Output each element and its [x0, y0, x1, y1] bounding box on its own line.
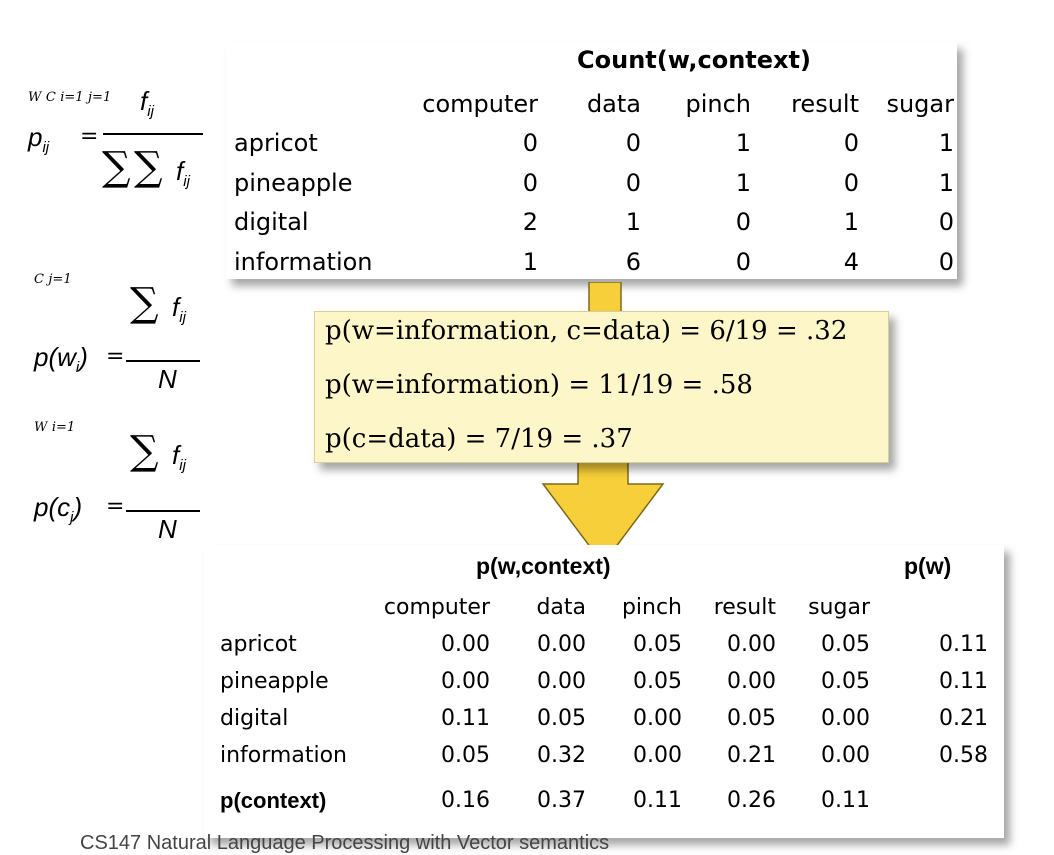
table-row: digital 0.11 0.05 0.00 0.05 0.00 0.21 — [220, 700, 988, 737]
prob-cell: 0.00 — [727, 632, 776, 657]
prob-col-pinch: pinch — [621, 595, 682, 620]
count-cell: 1 — [735, 129, 751, 158]
prob-col-sugar: sugar — [808, 595, 870, 620]
count-cell: 0 — [938, 208, 954, 237]
count-col-data: data — [586, 89, 641, 118]
pw-column-title: p(w) — [904, 553, 952, 579]
footer-text: CS147 Natural Language Processing with V… — [80, 832, 610, 854]
table-row: information 0.05 0.32 0.00 0.21 0.00 0.5… — [220, 737, 988, 774]
count-cell: 1 — [843, 208, 859, 237]
count-col-sugar: sugar — [886, 89, 954, 118]
prob-cell: 0.05 — [821, 632, 870, 657]
prob-cell: 0.21 — [727, 743, 776, 768]
row-label-information: information — [220, 743, 347, 768]
count-cell: 1 — [938, 168, 954, 197]
prob-table-panel: p(w,context) p(w) computer data pinch re… — [204, 545, 1004, 838]
pw-cell: 0.11 — [939, 632, 988, 657]
count-cell: 0 — [843, 129, 859, 158]
formula-pij: pij = fij W C ∑ ∑ fij i=1 j=1 — [28, 86, 218, 238]
row-label-digital: digital — [234, 208, 309, 237]
count-cell: 0 — [938, 247, 954, 276]
prob-cell: 0.00 — [441, 669, 490, 694]
count-cell: 0 — [625, 168, 641, 197]
prob-table-header-row: computer data pinch result sugar — [220, 589, 988, 626]
callout-word-prob: p(w=information) = 11/19 = .58 — [325, 370, 753, 400]
table-row: information 1 6 0 4 0 — [234, 242, 954, 282]
prob-cell: 0.05 — [633, 632, 682, 657]
count-cell: 0 — [522, 129, 538, 158]
table-row: pineapple 0.00 0.00 0.05 0.00 0.05 0.11 — [220, 663, 988, 700]
prob-table: computer data pinch result sugar apricot… — [220, 589, 988, 819]
count-cell: 1 — [938, 129, 954, 158]
pcontext-cell: 0.37 — [537, 788, 586, 813]
prob-cell: 0.00 — [633, 743, 682, 768]
callout-context-prob: p(c=data) = 7/19 = .37 — [325, 424, 633, 454]
pw-cell: 0.11 — [939, 669, 988, 694]
count-cell: 0 — [625, 129, 641, 158]
prob-cell: 0.32 — [537, 743, 586, 768]
prob-cell: 0.00 — [537, 669, 586, 694]
prob-cell: 0.05 — [537, 706, 586, 731]
count-col-pinch: pinch — [685, 89, 751, 118]
pcontext-cell: 0.16 — [441, 788, 490, 813]
prob-cell: 0.05 — [727, 706, 776, 731]
prob-cell: 0.00 — [821, 706, 870, 731]
prob-cell: 0.00 — [727, 669, 776, 694]
table-row: apricot 0 0 1 0 1 — [234, 124, 954, 164]
callout-joint-prob: p(w=information, c=data) = 6/19 = .32 — [325, 316, 848, 346]
formula-pw: C ∑ fij j=1 p(wi) = N — [34, 270, 214, 400]
count-cell: 4 — [843, 247, 859, 276]
prob-cell: 0.00 — [633, 706, 682, 731]
row-label-pineapple: pineapple — [220, 669, 329, 694]
row-label-apricot: apricot — [234, 129, 318, 158]
prob-cell: 0.05 — [441, 743, 490, 768]
count-table: computer data pinch result sugar apricot… — [234, 84, 954, 282]
count-cell: 6 — [625, 247, 641, 276]
count-table-panel: Count(w,context) computer data pinch res… — [226, 42, 957, 279]
count-col-result: result — [791, 89, 859, 118]
pcontext-row: p(context) 0.16 0.37 0.11 0.26 0.11 — [220, 774, 988, 819]
count-cell: 0 — [735, 247, 751, 276]
prob-cell: 0.05 — [821, 669, 870, 694]
table-row: digital 2 1 0 1 0 — [234, 203, 954, 243]
count-cell: 0 — [735, 208, 751, 237]
pcontext-label: p(context) — [220, 787, 327, 813]
prob-cell: 0.00 — [821, 743, 870, 768]
prob-cell: 0.00 — [537, 632, 586, 657]
row-label-information: information — [234, 247, 373, 276]
formula-pc: W ∑ fij i=1 p(cj) = N — [34, 418, 214, 548]
pw-cell: 0.58 — [939, 743, 988, 768]
pcontext-cell: 0.11 — [821, 788, 870, 813]
count-col-computer: computer — [422, 89, 538, 118]
pcontext-cell: 0.26 — [727, 788, 776, 813]
count-table-header-row: computer data pinch result sugar — [234, 84, 954, 124]
pw-cell: 0.21 — [939, 706, 988, 731]
pcontext-cell: 0.11 — [633, 788, 682, 813]
prob-col-computer: computer — [383, 595, 490, 620]
count-cell: 1 — [625, 208, 641, 237]
prob-cell: 0.00 — [441, 632, 490, 657]
row-label-digital: digital — [220, 706, 289, 731]
prob-cell: 0.11 — [441, 706, 490, 731]
prob-col-data: data — [536, 595, 586, 620]
count-cell: 1 — [735, 168, 751, 197]
prob-table-title: p(w,context) — [476, 553, 611, 579]
count-cell: 1 — [522, 247, 538, 276]
table-row: pineapple 0 0 1 0 1 — [234, 163, 954, 203]
prob-col-result: result — [713, 595, 776, 620]
row-label-pineapple: pineapple — [234, 168, 353, 197]
count-cell: 0 — [843, 168, 859, 197]
probability-callout: p(w=information, c=data) = 6/19 = .32 p(… — [314, 311, 889, 463]
table-row: apricot 0.00 0.00 0.05 0.00 0.05 0.11 — [220, 626, 988, 663]
row-label-apricot: apricot — [220, 632, 297, 657]
count-table-title: Count(w,context) — [577, 46, 811, 74]
count-cell: 2 — [522, 208, 538, 237]
count-cell: 0 — [522, 168, 538, 197]
prob-cell: 0.05 — [633, 669, 682, 694]
